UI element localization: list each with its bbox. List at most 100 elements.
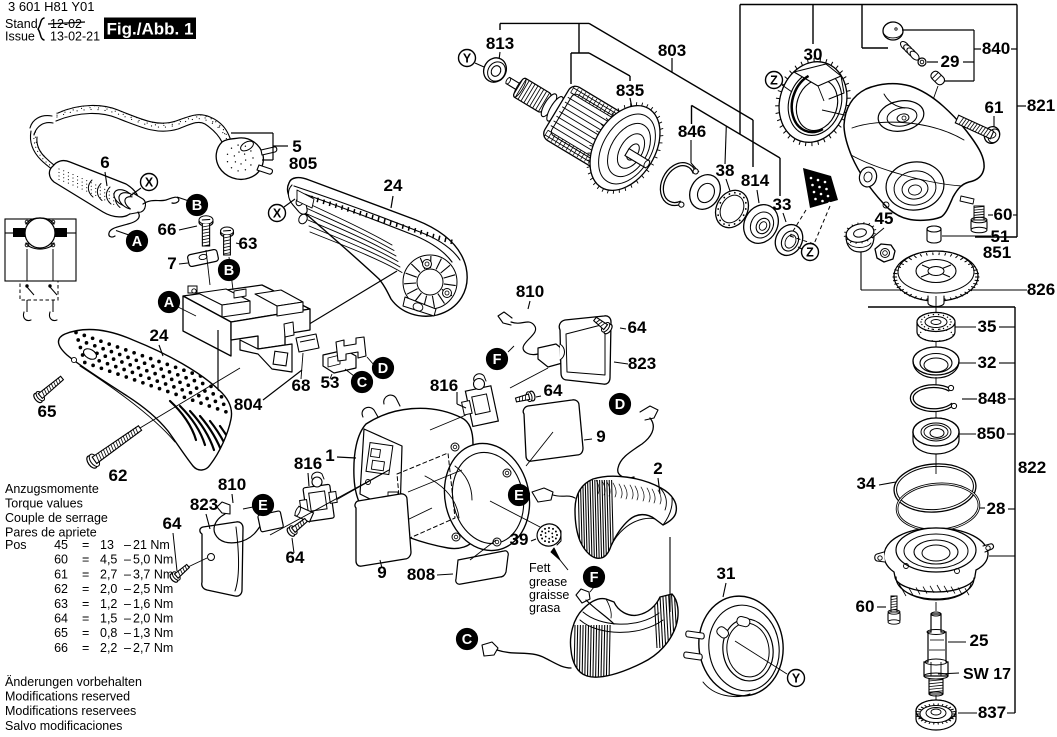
svg-text:45: 45 [875, 209, 894, 228]
svg-text:2,7: 2,7 [100, 567, 117, 581]
svg-text:2,0 Nm: 2,0 Nm [133, 612, 173, 626]
svg-text:63: 63 [54, 597, 68, 611]
svg-text:9: 9 [377, 563, 386, 582]
svg-text:32: 32 [978, 353, 997, 372]
svg-text:1,6 Nm: 1,6 Nm [133, 597, 173, 611]
svg-text:2: 2 [653, 459, 662, 478]
svg-text:grasa: grasa [529, 601, 560, 615]
svg-text:–: – [124, 582, 131, 596]
svg-text:B: B [224, 263, 234, 279]
svg-text:60: 60 [856, 597, 875, 616]
svg-text:65: 65 [38, 402, 57, 421]
svg-text:64: 64 [628, 318, 647, 337]
svg-text:C: C [357, 375, 368, 391]
svg-text:E: E [514, 488, 524, 504]
svg-text:F: F [493, 352, 502, 368]
svg-text:E: E [258, 498, 268, 514]
svg-text:63: 63 [239, 234, 258, 253]
svg-text:816: 816 [430, 376, 458, 395]
svg-text:X: X [273, 207, 282, 221]
svg-text:65: 65 [54, 626, 68, 640]
svg-text:850: 850 [977, 424, 1005, 443]
svg-text:Änderungen vorbehalten: Änderungen vorbehalten [5, 675, 142, 689]
svg-text:=: = [82, 582, 89, 596]
svg-text:Modifications reservees: Modifications reservees [5, 704, 136, 718]
svg-text:=: = [82, 612, 89, 626]
svg-text:60: 60 [994, 205, 1013, 224]
svg-text:846: 846 [678, 122, 706, 141]
svg-text:A: A [132, 234, 143, 250]
svg-text:816: 816 [294, 454, 322, 473]
svg-text:3,7 Nm: 3,7 Nm [133, 567, 173, 581]
svg-text:=: = [82, 641, 89, 655]
svg-text:Salvo modificaciones: Salvo modificaciones [5, 719, 122, 732]
svg-text:Y: Y [792, 672, 801, 686]
svg-text:62: 62 [54, 582, 68, 596]
svg-text:803: 803 [658, 41, 686, 60]
svg-text:13: 13 [100, 538, 114, 552]
svg-text:X: X [145, 176, 154, 190]
svg-text:Z: Z [770, 74, 778, 88]
svg-text:25: 25 [970, 631, 989, 650]
svg-text:31: 31 [717, 564, 736, 583]
svg-text:851: 851 [983, 243, 1011, 262]
svg-text:–: – [124, 626, 131, 640]
svg-text:Torque values: Torque values [5, 497, 83, 511]
svg-text:F: F [590, 570, 599, 586]
svg-text:D: D [615, 397, 625, 413]
svg-text:Pos: Pos [5, 538, 27, 552]
svg-text:graisse: graisse [529, 588, 569, 602]
svg-text:6: 6 [100, 153, 109, 172]
svg-text:814: 814 [741, 171, 770, 190]
svg-text:24: 24 [384, 176, 403, 195]
svg-text:–: – [124, 597, 131, 611]
svg-text:Y: Y [463, 52, 472, 66]
svg-text:–: – [124, 538, 131, 552]
svg-text:835: 835 [616, 81, 644, 100]
svg-text:808: 808 [407, 565, 435, 584]
svg-text:60: 60 [54, 553, 68, 567]
svg-text:840: 840 [982, 39, 1010, 58]
svg-text:2,2: 2,2 [100, 641, 117, 655]
svg-text:Couple de serrage: Couple de serrage [5, 511, 108, 525]
svg-text:C: C [462, 632, 473, 648]
svg-text:823: 823 [190, 495, 218, 514]
svg-text:13-02-21: 13-02-21 [50, 30, 100, 44]
svg-text:810: 810 [218, 475, 246, 494]
svg-text:848: 848 [978, 389, 1006, 408]
svg-text:=: = [82, 597, 89, 611]
svg-text:=: = [82, 567, 89, 581]
svg-text:4,5: 4,5 [100, 553, 117, 567]
svg-text:Fett: Fett [529, 561, 551, 575]
svg-text:45: 45 [54, 538, 68, 552]
svg-text:Anzugsmomente: Anzugsmomente [5, 482, 99, 496]
svg-text:64: 64 [544, 381, 563, 400]
svg-text:=: = [82, 553, 89, 567]
svg-text:D: D [378, 361, 388, 377]
svg-text:Z: Z [806, 246, 814, 260]
svg-text:0,8: 0,8 [100, 626, 117, 640]
svg-text:61: 61 [54, 567, 68, 581]
svg-text:1: 1 [325, 446, 334, 465]
svg-text:–: – [124, 612, 131, 626]
svg-text:–: – [124, 641, 131, 655]
svg-text:1,5: 1,5 [100, 612, 117, 626]
svg-text:39: 39 [510, 530, 529, 549]
svg-text:Fig./Abb. 1: Fig./Abb. 1 [107, 20, 194, 39]
svg-text:=: = [82, 626, 89, 640]
svg-text:64: 64 [54, 612, 68, 626]
svg-text:813: 813 [486, 34, 514, 53]
svg-text:28: 28 [987, 499, 1006, 518]
svg-text:B: B [192, 198, 202, 214]
svg-text:64: 64 [163, 514, 182, 533]
svg-text:grease: grease [529, 575, 567, 589]
svg-text:A: A [164, 295, 175, 311]
svg-text:837: 837 [978, 703, 1006, 722]
svg-text:5,0 Nm: 5,0 Nm [133, 553, 173, 567]
svg-text:34: 34 [857, 474, 876, 493]
svg-text:810: 810 [516, 282, 544, 301]
svg-text:53: 53 [321, 373, 340, 392]
svg-text:826: 826 [1027, 280, 1055, 299]
svg-text:66: 66 [54, 641, 68, 655]
svg-text:62: 62 [109, 466, 128, 485]
